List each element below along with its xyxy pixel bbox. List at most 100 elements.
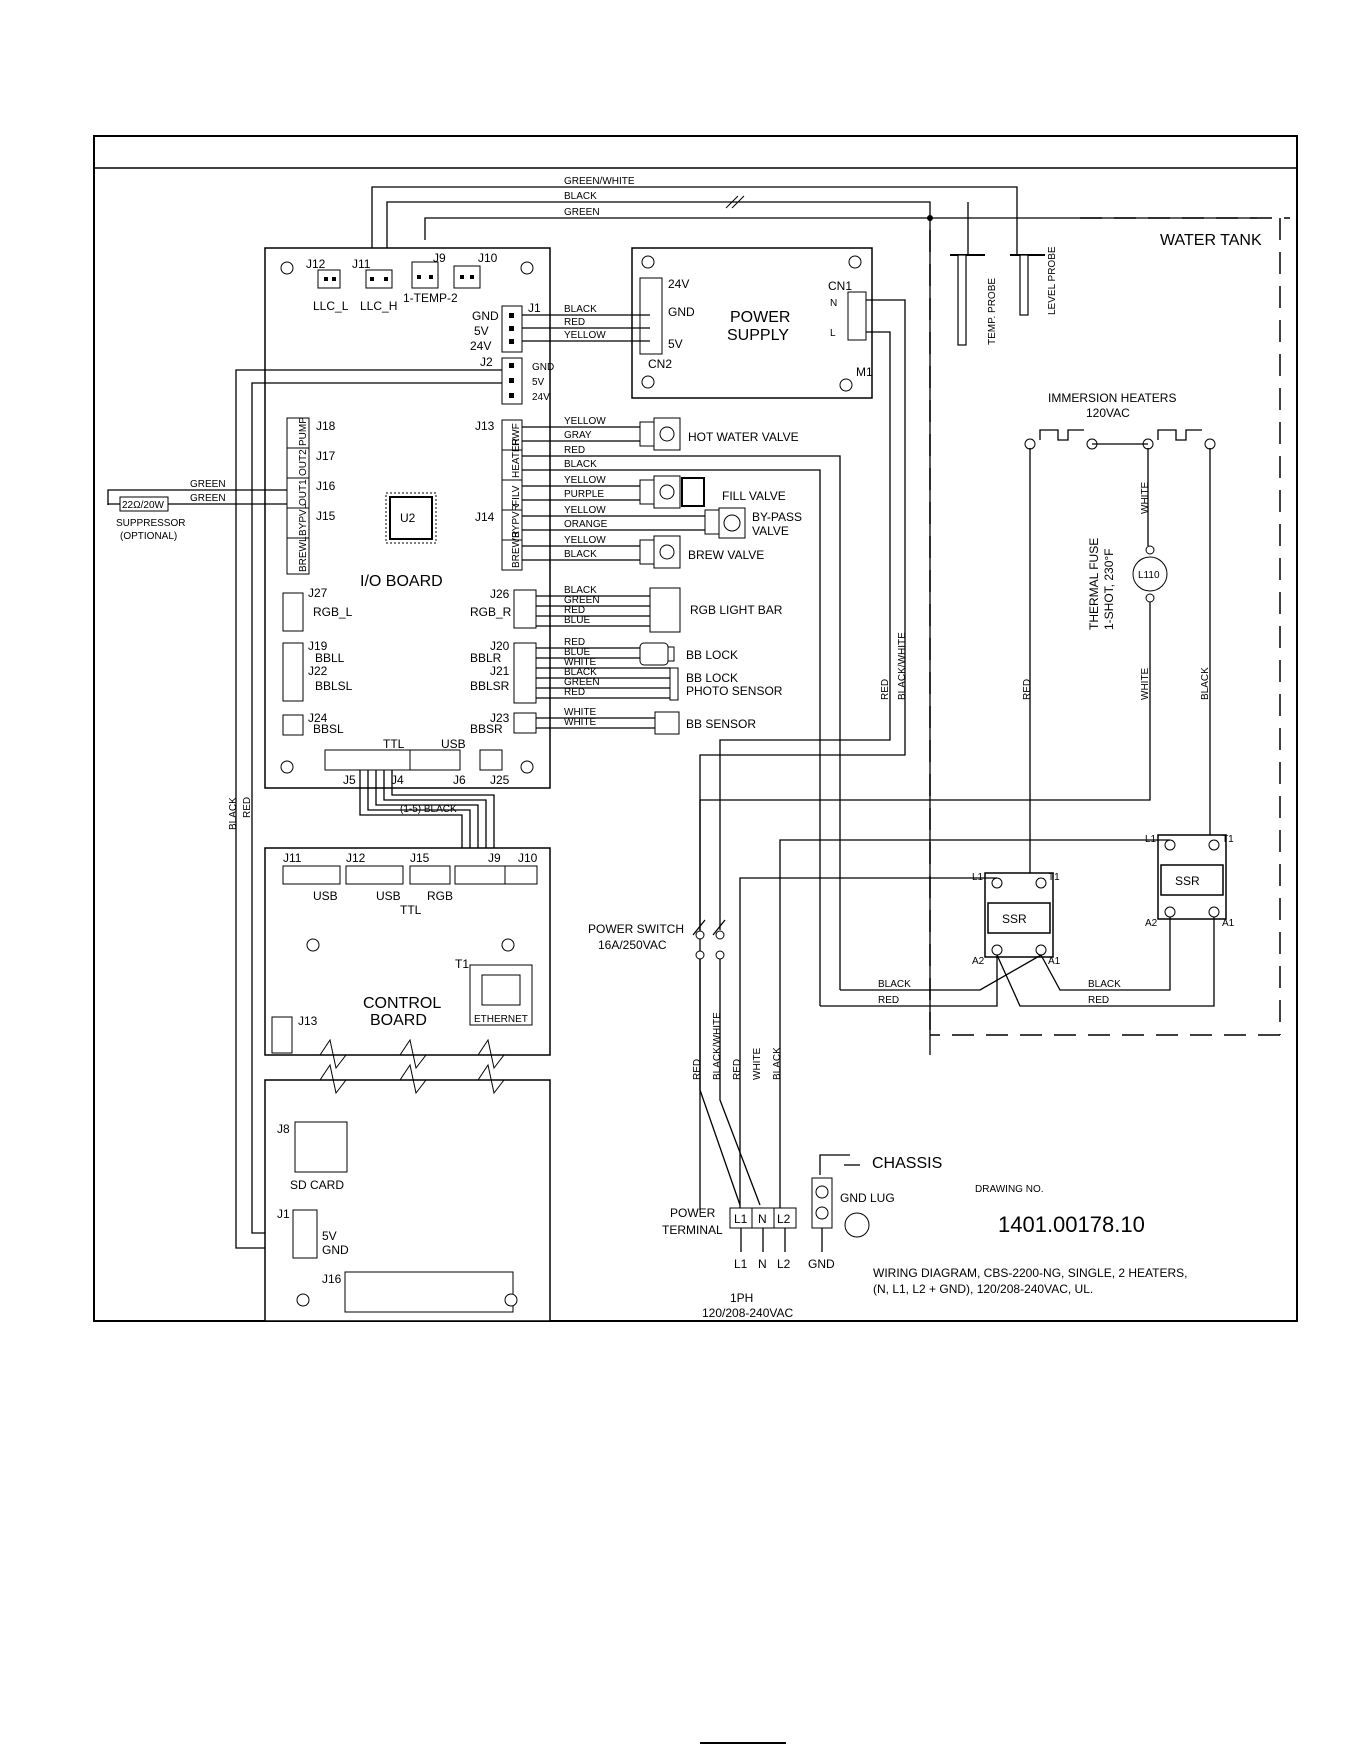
- j1-5v-label: 5V: [474, 324, 489, 338]
- lb-mount-hole: [296, 1293, 310, 1307]
- power-supply-mount-hole: [848, 255, 862, 269]
- j2-label: J2: [480, 355, 493, 369]
- filv-label: FILV: [511, 485, 522, 506]
- cb-connector-j11: [282, 865, 341, 885]
- wire-label-green-top: GREEN: [564, 207, 600, 218]
- lb-mount-hole: [504, 1293, 518, 1307]
- j21-label: J21: [490, 664, 510, 678]
- j22-label: J22: [308, 664, 328, 678]
- j16-label: J16: [316, 479, 336, 493]
- lb-j16-label: J16: [322, 1272, 342, 1286]
- terminal-label2: TERMINAL: [662, 1223, 723, 1237]
- ssr1-a2-label: A2: [972, 956, 985, 967]
- j26-wires: [536, 595, 650, 627]
- valve-wires: [522, 426, 841, 1006]
- wire-label-black-top: BLACK: [564, 191, 597, 202]
- terminal-n: N: [758, 1212, 767, 1226]
- cb-rgb-label: RGB: [427, 889, 453, 903]
- bypass-valve-label1: BY-PASS: [752, 510, 802, 524]
- terminal-wire-black: BLACK: [772, 1047, 783, 1080]
- fuse-part-label: L110: [1138, 570, 1160, 581]
- connector-j2: [501, 357, 523, 405]
- rgb-l-label: RGB_L: [313, 605, 353, 619]
- drawing-caption-line1: WIRING DIAGRAM, CBS-2200-NG, SINGLE, 2 H…: [873, 1266, 1188, 1280]
- j14-wire-6: BLACK: [564, 549, 597, 560]
- terminal-feed-lines: [740, 1228, 823, 1252]
- immersion-heaters: [1024, 429, 1216, 450]
- cb-mount-hole: [501, 938, 515, 952]
- wire-label-green-white: GREEN/WHITE: [564, 176, 635, 187]
- cn2-label: CN2: [648, 357, 672, 371]
- cb-connector-j12: [345, 865, 404, 885]
- bblr-label: BBLR: [470, 651, 502, 665]
- ssr-1: [984, 872, 1054, 958]
- j13-wire-4: BLACK: [564, 459, 597, 470]
- j4-label: J4: [391, 773, 404, 787]
- cb-j9-label: J9: [488, 851, 501, 865]
- drawing-caption-line2: (N, L1, L2 + GND), 120/208-240VAC, UL.: [873, 1282, 1093, 1296]
- connector-cn2: [639, 277, 663, 355]
- board-break-line: [265, 1038, 550, 1070]
- ethernet-jack: [481, 974, 521, 1006]
- heaters-title1: IMMERSION HEATERS: [1048, 391, 1176, 405]
- lb-connector-j16: [344, 1271, 514, 1313]
- j25-label: J25: [490, 773, 510, 787]
- cb-connector-j13: [271, 1016, 293, 1054]
- suppressor-optional: (OPTIONAL): [120, 531, 177, 542]
- j11-label: J11: [352, 257, 371, 271]
- io-board-mount-hole: [520, 760, 534, 774]
- u2-chip: [385, 492, 437, 544]
- temp-probe: [950, 254, 985, 346]
- water-tank-boundary: [929, 217, 1290, 1036]
- power-supply-mount-hole: [641, 375, 655, 389]
- connector-j26: [513, 589, 537, 629]
- j26-wire-blue: BLUE: [564, 615, 590, 626]
- j26-wire-red: RED: [564, 605, 585, 616]
- connector-j23: [513, 712, 537, 734]
- bb-lock: [639, 642, 675, 666]
- heaters-title2: 120VAC: [1086, 406, 1130, 420]
- fuse-label2: 1-SHOT, 230°F: [1102, 549, 1116, 631]
- cn1-n-label: N: [830, 298, 837, 309]
- ps-wire-red: RED: [880, 679, 891, 700]
- fuse-label1: THERMAL FUSE: [1087, 538, 1101, 630]
- j12-label: J12: [306, 257, 326, 271]
- heater-wiring: [699, 448, 1211, 1210]
- ssr2-a1-label: A1: [1222, 918, 1235, 929]
- connector-j20-j21: [513, 642, 537, 704]
- lb-j1-label: J1: [277, 1207, 290, 1221]
- cb-title2: BOARD: [370, 1012, 427, 1029]
- cb-connector-j15: [409, 865, 451, 885]
- rgb-r-label: RGB_R: [470, 605, 512, 619]
- cb-j10-label: J10: [518, 851, 538, 865]
- j19-label: J19: [308, 639, 328, 653]
- cb-connector-j9: [454, 865, 506, 885]
- hot-water-valve-label: HOT WATER VALVE: [688, 430, 799, 444]
- j14-label: J14: [475, 510, 495, 524]
- level-probe-label: LEVEL PROBE: [1047, 246, 1058, 315]
- water-tank-label: WATER TANK: [1160, 232, 1262, 249]
- cb-ethernet-label: ETHERNET: [474, 1014, 528, 1025]
- j14-wire-2: PURPLE: [564, 489, 604, 500]
- j26-wire-green: GREEN: [564, 595, 600, 606]
- j13-wire-1: YELLOW: [564, 416, 606, 427]
- j2-gnd-label: GND: [532, 362, 554, 373]
- gnd-lug-label: GND LUG: [840, 1191, 895, 1205]
- j2-5v-label: 5V: [532, 377, 545, 388]
- lb-connector-j1: [292, 1209, 318, 1259]
- power-supply-title1: POWER: [730, 309, 790, 326]
- connector-j24: [282, 714, 304, 736]
- cb-j15-label: J15: [410, 851, 430, 865]
- terminal-label1: POWER: [670, 1206, 716, 1220]
- j1-24v-label: 24V: [470, 339, 491, 353]
- terminal-bottom-n: N: [758, 1257, 767, 1271]
- ps-wire-black-white: BLACK/WHITE: [897, 632, 908, 700]
- power-terminal-block: [729, 1207, 797, 1229]
- j1-wire-yellow: YELLOW: [564, 330, 606, 341]
- bb-wires: [536, 647, 670, 699]
- terminal-l1: L1: [734, 1212, 748, 1226]
- ssr-wire-black: BLACK: [1200, 667, 1211, 700]
- lb-gnd-label: GND: [322, 1243, 349, 1257]
- heater-label: HEATER: [511, 438, 522, 478]
- supply-voltage: 120/208-240VAC: [702, 1306, 794, 1320]
